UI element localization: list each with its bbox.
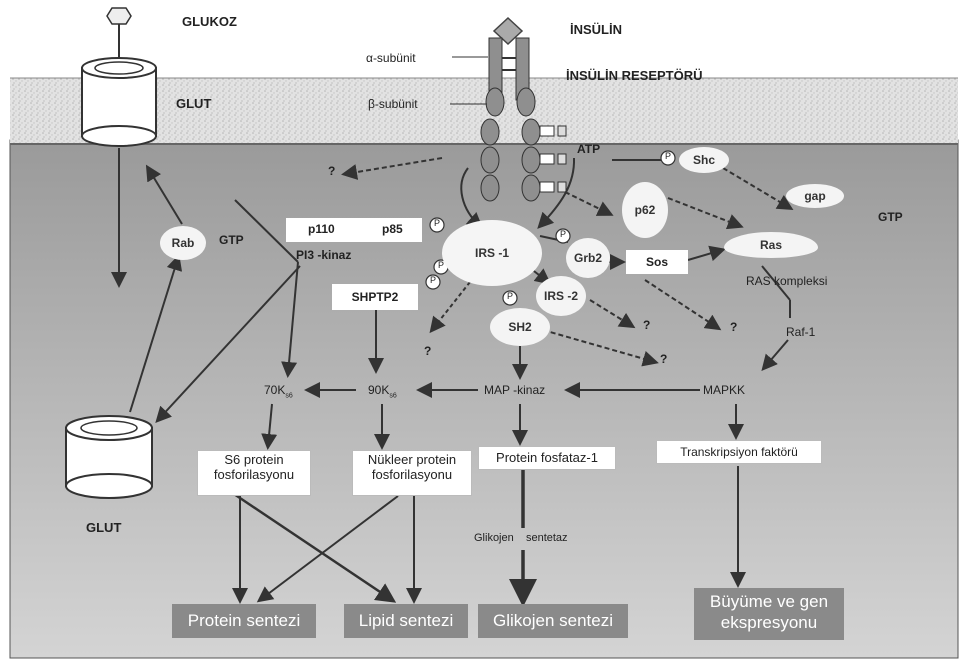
protein-synthesis-output: Protein sentezi	[172, 604, 316, 638]
alpha-subunit-label: α-subünit	[366, 51, 416, 65]
protein-phosphatase-box: Protein fosfataz-1	[478, 446, 616, 470]
unknown-marker: ?	[328, 164, 336, 178]
shptp2-box: SHPTP2	[332, 284, 418, 310]
p85-label: p85	[382, 222, 403, 236]
unknown-marker: ?	[424, 344, 432, 358]
mapkk-label: MAPKK	[703, 383, 746, 397]
phosphate-label: P	[430, 275, 437, 285]
lipid-synthesis-output: Lipid sentezi	[344, 604, 468, 638]
sh2-node: SH2	[490, 308, 550, 346]
phosphate-label: P	[560, 229, 567, 239]
raf1-label: Raf-1	[786, 325, 816, 339]
rab-node: Rab	[160, 226, 206, 260]
phosphate-label: P	[665, 151, 672, 161]
transcription-factor-box: Transkripsiyon faktörü	[656, 440, 822, 464]
atp-label: ATP	[577, 142, 601, 156]
phosphate-label: P	[438, 260, 445, 270]
nuclear-protein-phosphorylation-box: Nükleer protein fosforilasyonu	[352, 450, 472, 496]
gtp-right-label: GTP	[878, 210, 903, 224]
unknown-marker: ?	[643, 318, 651, 332]
glut-label-top: GLUT	[176, 96, 212, 111]
p90-s6-kinase-label: 90Ks6	[368, 383, 397, 400]
insulin-receptor-label: İNSÜLİN RESEPTÖRÜ	[566, 68, 703, 83]
p62-node: p62	[622, 182, 668, 238]
glut-vesicle-bottom	[65, 415, 153, 499]
glukoz-label: GLUKOZ	[182, 14, 237, 29]
gap-node: gap	[786, 184, 844, 208]
phosphate-label: P	[434, 218, 441, 228]
unknown-marker: ?	[730, 320, 738, 334]
irs2-node: IRS -2	[536, 276, 586, 316]
phosphate-label: P	[507, 291, 514, 301]
shc-node: Shc	[679, 147, 729, 173]
beta-subunit-label: β-subünit	[368, 97, 418, 111]
unknown-marker: ?	[660, 352, 668, 366]
glycogen-synthesis-output: Glikojen sentezi	[478, 604, 628, 638]
ras-node: Ras	[724, 232, 818, 258]
pi3-kinase-box: p110 p85	[286, 218, 422, 242]
pi3-kinase-label: PI3 -kinaz	[296, 248, 352, 262]
glut-transporter-top	[81, 57, 157, 147]
gtp-left-label: GTP	[219, 233, 244, 247]
map-kinase-label: MAP -kinaz	[484, 383, 546, 397]
ras-complex-label: RAS kompleksi	[746, 274, 828, 288]
sos-box: Sos	[626, 250, 688, 274]
growth-gene-expression-output: Büyüme ve gen ekspresyonu	[694, 588, 844, 640]
p110-label: p110	[308, 222, 335, 236]
glucose-icon	[106, 7, 132, 58]
insulin-receptor	[480, 37, 567, 202]
grb2-node: Grb2	[566, 238, 610, 278]
s6-protein-phosphorylation-box: S6 protein fosforilasyonu	[197, 450, 311, 496]
cytoplasm	[9, 139, 959, 659]
irs1-node: IRS -1	[442, 220, 542, 286]
p70-s6-kinase-label: 70Ks6	[264, 383, 293, 400]
glycogen-synthase-label: Glikojen sentetaz	[474, 532, 568, 544]
insulin-label: İNSÜLİN	[570, 22, 622, 37]
glut-label-bottom: GLUT	[86, 520, 122, 535]
